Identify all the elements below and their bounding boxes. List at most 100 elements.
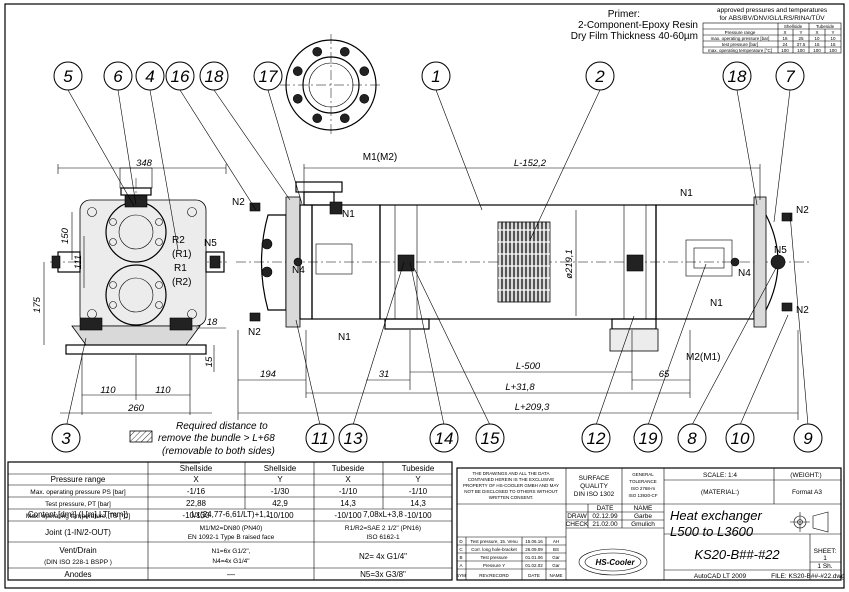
bundle-note-line1: Required distance to [176, 421, 268, 432]
balloon-number: 18 [205, 67, 224, 86]
balloon-number: 2 [594, 67, 605, 86]
flange-bolt-hole [339, 113, 350, 124]
tolerance-line: TOLERANCE [629, 479, 656, 484]
revision-date: 15.06.16 [525, 539, 543, 544]
balloon-number: 13 [344, 429, 363, 448]
approved-cell: 16 [782, 36, 788, 41]
end-view: 348 150 111 175 110 110 260 18 15 R2 (R1… [32, 158, 228, 415]
spec-header: Tubeside [402, 464, 435, 473]
anodes-shell: — [227, 570, 235, 579]
tb-part-number: KS20-B##-#22 [694, 547, 780, 562]
spec-header: Pressure range [51, 475, 106, 484]
tb-title-1: Heat exchanger [670, 508, 762, 523]
revision-name: AH [553, 539, 559, 544]
surface-line: QUALITY [580, 483, 608, 490]
balloon-13: 13 [338, 423, 368, 453]
spec-cell: -10/130 [182, 511, 210, 520]
tb-material: (MATERIAL:) [701, 489, 739, 496]
dim-175-label: 175 [32, 296, 43, 313]
tolerance-line: GENERAL [632, 472, 654, 477]
approved-cell: 100 [829, 48, 837, 53]
dim-l-152: L-152,2 [514, 158, 547, 169]
balloon-10: 10 [725, 423, 755, 453]
drawing-border [4, 3, 845, 589]
balloon-14: 14 [429, 423, 459, 453]
balloon-number: 7 [785, 67, 795, 86]
label-r1p: (R1) [172, 249, 191, 260]
primer-line1: 2-Component-Epoxy Resin [578, 20, 698, 31]
balloon-17: 17 [253, 61, 283, 91]
approved-cell: X [783, 30, 786, 35]
revision-record: Test pressure, 15. Venu [470, 539, 518, 544]
vent-shell-2: N4=4x G1/4" [212, 558, 250, 565]
balloon-number: 15 [481, 429, 500, 448]
label-n4-a: N4 [292, 265, 305, 276]
balloon-12: 12 [581, 423, 611, 453]
revision-sym: D [459, 539, 463, 544]
copyright-line: PROPERTY OF HS-COOLER GMBH AND MAY [463, 483, 559, 488]
balloon-number: 14 [435, 429, 454, 448]
tolerance-line: ISO 13920-CF [628, 493, 657, 498]
approved-cell: 100 [813, 48, 821, 53]
flange-bolt-hole [312, 113, 323, 124]
approved-cell: 15 [830, 42, 836, 47]
spec-cell: 42,9 [272, 499, 288, 508]
joint-label: Joint (1-IN/2-OUT) [45, 528, 111, 537]
joint-tube-1: R1/R2=SAE 2 1/2" (PN16) [345, 525, 421, 532]
vent-shell-1: N1=6x G1/2", [212, 548, 251, 555]
approved-row-label: max. operating pressure [bar] [711, 36, 770, 41]
dim-18-label: 18 [207, 317, 218, 328]
flange-bolt-hole [339, 46, 350, 57]
dim-diameter: ø219,1 [564, 249, 575, 279]
approved-shellside: Shellside [784, 24, 803, 29]
approved-cell: X [815, 30, 818, 35]
spec-cell: Test pressure, PT [bar] [45, 501, 111, 508]
revision-record: Corr. long hole-bracket [471, 547, 517, 552]
right-tube-sheet [753, 196, 767, 328]
end-flange-plate [79, 199, 207, 327]
label-n5-right: N5 [774, 245, 787, 256]
primer-line2: Dry Film Thickness 40-60µm [571, 31, 698, 42]
label-n2-d: N2 [796, 305, 809, 316]
revision-header: NAME [549, 573, 562, 578]
balloon-6: 6 [103, 61, 133, 91]
spec-cell: -1/16 [187, 487, 206, 496]
spec-cell: -1/10 [409, 487, 428, 496]
spec-cell: Max. operating temperature, TS [°C] [26, 512, 131, 520]
approved-cell: 100 [797, 48, 805, 53]
balloon-3: 3 [51, 423, 81, 453]
spec-cell: -1/30 [271, 487, 290, 496]
spec-header: Shellside [180, 464, 213, 473]
label-n1-d: N1 [710, 298, 723, 309]
anodes-label: Anodes [64, 570, 91, 579]
revision-header: DATE [528, 573, 540, 578]
flange-top-view [280, 34, 382, 136]
approved-cell: 25 [798, 36, 804, 41]
tb-draw-label: DRAW [567, 513, 587, 520]
copyright-line: WRITTEN CONSENT. [489, 495, 534, 500]
tb-title-2: L500 to L3600 [670, 524, 754, 539]
spec-cell: Y [415, 475, 421, 484]
balloon-number: 18 [728, 67, 747, 86]
label-r2: R2 [172, 235, 185, 246]
hatch-legend-swatch [129, 430, 153, 443]
content-tube: 7,08xL+3,8 [363, 510, 403, 519]
tb-sheet-label: SHEET: [814, 548, 837, 555]
approved-row-label: max. operating temperature [°C] [708, 48, 772, 53]
revision-sym: A [459, 563, 462, 568]
approved-cell: 24 [782, 42, 788, 47]
surface-line: DIN ISO 1302 [574, 491, 615, 498]
bundle-note-line3: (removable to both sides) [162, 446, 275, 457]
label-n4-b: N4 [738, 268, 751, 279]
flange-bolt-hole [359, 66, 370, 77]
dim-111-label: 111 [73, 255, 84, 269]
label-n1-b: N1 [338, 332, 351, 343]
label-n5-left: N5 [204, 238, 217, 249]
revision-date: 01.01.06 [525, 555, 543, 560]
approved-cell: 37.5 [797, 42, 806, 47]
label-n2-a: N2 [232, 197, 245, 208]
balloon-number: 16 [171, 67, 190, 86]
balloon-7: 7 [775, 61, 805, 91]
